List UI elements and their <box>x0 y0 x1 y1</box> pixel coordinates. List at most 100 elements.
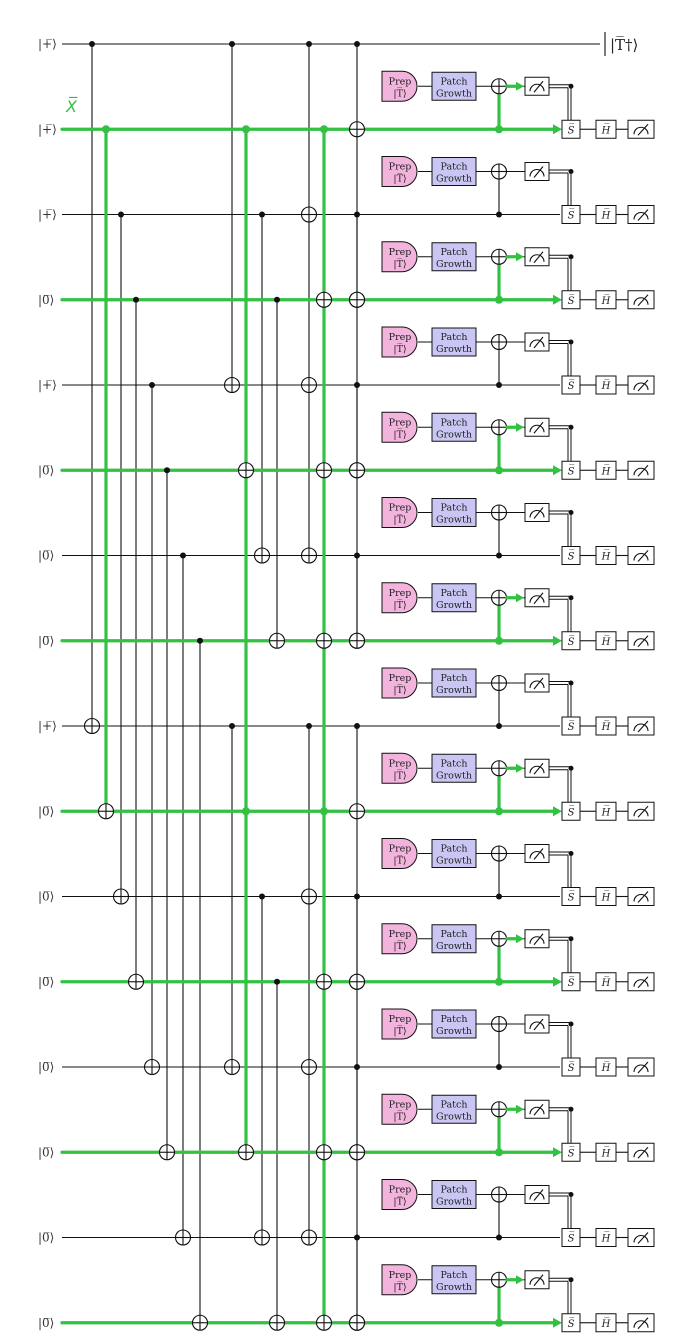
meter-arc <box>529 168 545 177</box>
control-dot <box>118 211 124 218</box>
growth-label: Growth <box>436 174 472 185</box>
prep-label: Prep <box>389 162 412 173</box>
growth-label: Growth <box>436 515 472 526</box>
meter-arc <box>529 1191 545 1200</box>
measure-box <box>524 673 550 693</box>
prep-t-block <box>381 752 418 784</box>
patch-label: Patch <box>441 417 468 428</box>
meter-needle <box>533 336 544 349</box>
prep-state-label: |T̅⟩ <box>393 684 406 696</box>
control-dot <box>354 382 360 388</box>
prep-label: Prep <box>389 1185 412 1196</box>
gadget-arrowhead <box>516 763 524 773</box>
classical-dot <box>568 680 574 686</box>
qubit-label: |+̅⟩ <box>38 208 57 222</box>
prep-t-block <box>381 1179 418 1210</box>
prep-state-label: |T̅⟩ <box>393 258 406 270</box>
control-dot <box>354 41 360 47</box>
classical-dot <box>568 765 574 771</box>
prep-state-label: |T̅⟩ <box>393 429 406 441</box>
measure-box <box>524 332 550 352</box>
meter-needle <box>637 720 649 733</box>
h-gate-label: H̅ <box>601 551 611 563</box>
growth-label: Growth <box>436 344 472 355</box>
logical-x-path <box>60 124 562 1328</box>
gadget-control <box>496 211 502 218</box>
meter-needle <box>533 1103 544 1116</box>
patch-growth-block <box>431 924 477 954</box>
control-dot <box>320 125 328 134</box>
meter-arc <box>633 893 649 902</box>
meter-needle <box>533 1274 544 1287</box>
control-dot <box>354 723 360 729</box>
final-measure-box <box>627 119 655 139</box>
prep-state-label: |T̅⟩ <box>393 343 406 355</box>
measure-box <box>524 417 550 437</box>
prep-label: Prep <box>389 76 412 87</box>
classical-dot <box>568 1021 574 1027</box>
s-gate-label: S̅ <box>568 551 575 563</box>
meter-arc <box>529 339 545 348</box>
logical-arrow <box>553 1317 562 1328</box>
prep-state-label: |T̅⟩ <box>393 1196 406 1208</box>
meter-arc <box>633 1064 649 1073</box>
final-measure-box <box>627 375 655 395</box>
control-dot <box>354 1234 360 1241</box>
gadget-control <box>495 1148 503 1157</box>
meter-arc <box>633 211 649 220</box>
final-measure-box <box>627 972 655 992</box>
meter-arc <box>529 936 545 944</box>
meter-arc <box>633 808 649 817</box>
control-dot <box>102 125 110 134</box>
meter-arc <box>529 254 545 262</box>
classical-dot <box>568 83 574 89</box>
meter-needle <box>533 677 544 690</box>
measure-box <box>524 503 550 522</box>
meter-arc <box>633 467 649 476</box>
gadget-arrowhead <box>516 422 524 432</box>
qubit-labels: |+̅⟩|+̅⟩|+̅⟩|0̅⟩|+̅⟩|0̅⟩|0̅⟩|0̅⟩|+̅⟩|0̅⟩… <box>38 37 57 1330</box>
meter-arc <box>633 126 649 135</box>
final-measure-box <box>627 1057 655 1077</box>
logical-x-label: X̅ <box>65 97 78 116</box>
gadget-arrowhead <box>516 934 524 944</box>
qubit-label: |0̅⟩ <box>38 1060 54 1074</box>
s-gate-label: S̅ <box>568 380 575 392</box>
growth-label: Growth <box>436 685 472 696</box>
h-gate-label: H̅ <box>601 210 611 222</box>
h-gate-label: H̅ <box>601 465 611 477</box>
meter-arc <box>633 1234 649 1243</box>
control-dot <box>229 41 235 47</box>
classical-dot <box>568 169 574 174</box>
prep-label: Prep <box>389 758 412 769</box>
meter-needle <box>533 507 544 519</box>
patch-label: Patch <box>441 1099 468 1110</box>
meter-arc <box>633 382 649 391</box>
s-gate-label: S̅ <box>568 892 575 904</box>
meter-needle <box>637 635 649 648</box>
prep-label: Prep <box>389 673 412 684</box>
patch-label: Patch <box>441 1014 468 1025</box>
meter-needle <box>637 550 649 562</box>
measure-box <box>524 588 550 608</box>
classical-dot <box>568 1277 574 1283</box>
prep-label: Prep <box>389 1270 412 1281</box>
meter-arc <box>633 723 649 732</box>
control-dot <box>242 807 250 816</box>
prep-state-label: |T̅⟩ <box>393 1025 406 1037</box>
gadget-control <box>496 382 502 388</box>
measure-box <box>524 1270 550 1290</box>
classical-dot <box>568 254 574 260</box>
s-gate-label: S̅ <box>568 806 575 818</box>
prep-state-label: |T̅⟩ <box>393 1281 406 1293</box>
patch-growth-block <box>431 839 477 868</box>
growth-label: Growth <box>436 1197 472 1208</box>
final-measure-box <box>627 631 655 651</box>
control-dot <box>306 723 312 729</box>
